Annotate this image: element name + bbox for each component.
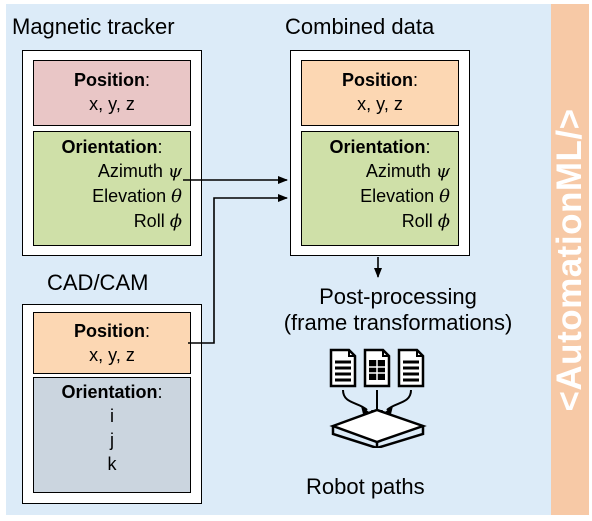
cad-position-box: Position: x, y, z <box>33 312 191 374</box>
cad-cam-title: CAD/CAM <box>47 270 149 295</box>
orientation-j: j <box>110 430 114 450</box>
position-colon: : <box>144 321 150 341</box>
orientation-colon: : <box>157 382 163 402</box>
post-processing-line2: (frame transformations) <box>283 310 513 335</box>
robot-paths-label: Robot paths <box>306 474 425 499</box>
orientation-row-elevation: Elevation θ <box>34 184 190 209</box>
psi-symbol: ψ <box>167 161 182 182</box>
combined-data-panel: Position: x, y, z Orientation: Azimuth ψ… <box>290 50 470 256</box>
magnetic-position-box: Position: x, y, z <box>33 60 191 126</box>
orientation-row-elevation: Elevation θ <box>302 184 458 209</box>
document-icon-center <box>363 348 391 388</box>
orientation-row-azimuth: Azimuth ψ <box>302 159 458 184</box>
magnetic-orientation-box: Orientation: Azimuth ψ Elevation θ Roll … <box>33 131 191 246</box>
row-label: Roll <box>133 211 165 231</box>
document-icon-right <box>397 348 425 388</box>
position-colon: : <box>412 70 418 90</box>
orientation-row-roll: Roll ϕ <box>302 209 458 234</box>
phi-symbol: ϕ <box>437 211 450 232</box>
combined-position-box: Position: x, y, z <box>301 60 459 126</box>
orientation-header: Orientation <box>61 137 158 157</box>
position-colon: : <box>144 70 150 90</box>
row-label: Azimuth <box>365 161 431 181</box>
orientation-header: Orientation <box>61 382 158 402</box>
orientation-row-roll: Roll ϕ <box>34 209 190 234</box>
position-header: Position <box>73 321 145 341</box>
document-icon-left <box>329 348 357 388</box>
position-header: Position <box>73 70 145 90</box>
orientation-k: k <box>107 454 117 474</box>
combined-data-title: Combined data <box>285 14 435 39</box>
orientation-colon: : <box>425 137 431 157</box>
position-value: x, y, z <box>89 345 135 365</box>
post-processing-line1: Post-processing <box>319 284 477 309</box>
cad-position-to-combined-arrow <box>188 194 288 344</box>
row-label: Azimuth <box>97 161 163 181</box>
magnetic-tracker-panel: Position: x, y, z Orientation: Azimuth ψ… <box>22 50 202 256</box>
orientation-i: i <box>110 406 114 426</box>
combined-orientation-box: Orientation: Azimuth ψ Elevation θ Roll … <box>301 131 459 246</box>
row-label: Elevation <box>92 186 167 206</box>
position-header: Position <box>341 70 413 90</box>
phi-symbol: ϕ <box>169 211 182 232</box>
psi-symbol: ψ <box>435 161 450 182</box>
documents-to-robot-icon <box>329 348 427 448</box>
position-value: x, y, z <box>89 94 135 114</box>
cad-cam-panel: Position: x, y, z Orientation: i j k <box>22 304 202 504</box>
row-label: Roll <box>401 211 433 231</box>
post-processing-label: Post-processing (frame transformations) <box>263 284 533 336</box>
orientation-header: Orientation <box>329 137 426 157</box>
theta-symbol: θ <box>171 186 182 207</box>
row-label: Elevation <box>360 186 435 206</box>
magnetic-tracker-title: Magnetic tracker <box>12 14 175 39</box>
orientation-colon: : <box>157 137 163 157</box>
orientation-row-azimuth: Azimuth ψ <box>34 159 190 184</box>
position-value: x, y, z <box>357 94 403 114</box>
cad-orientation-box: Orientation: i j k <box>33 377 191 493</box>
tray-icon <box>329 408 427 448</box>
automationml-banner <box>551 4 589 515</box>
theta-symbol: θ <box>439 186 450 207</box>
